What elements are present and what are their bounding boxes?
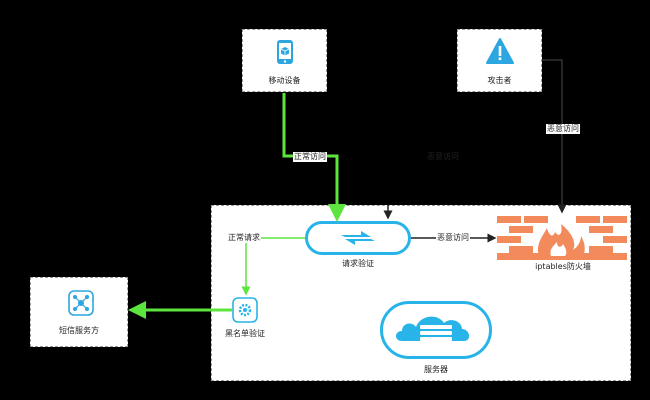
server-cloud-icon: [380, 301, 492, 359]
attacker-connector: [542, 59, 567, 214]
mobile-device-label: 移动设备: [268, 76, 301, 85]
sms-provider-box: 短信服务方: [30, 277, 128, 347]
middle-malicious-label: 恶意访问: [427, 152, 459, 161]
request-check-label: 请求验证: [342, 259, 374, 268]
exchange-icon: [305, 221, 411, 255]
server-label: 服务器: [424, 365, 448, 374]
firewall-icon: [497, 216, 627, 260]
firewall-label: iptables防火墙: [535, 262, 591, 271]
normal-request-label: 正常请求: [227, 233, 261, 243]
warning-icon: [486, 38, 514, 64]
mobile-device-icon: [277, 40, 293, 64]
attacker-malicious-label: 恶意访问: [546, 124, 580, 134]
sms-provider-label: 短信服务方: [59, 326, 99, 335]
normal-access-label: 正常访问: [293, 152, 327, 162]
normal-request-connector: [241, 237, 305, 296]
firewall-malicious-label: 恶意访问: [436, 233, 470, 243]
blacklist-label: 黑名单验证: [225, 329, 265, 338]
share-network-icon: [68, 290, 94, 316]
attacker-box: 攻击者: [457, 29, 542, 92]
mobile-device-box: 移动设备: [242, 29, 327, 92]
gear-icon: [232, 297, 258, 323]
attacker-label: 攻击者: [487, 76, 512, 85]
